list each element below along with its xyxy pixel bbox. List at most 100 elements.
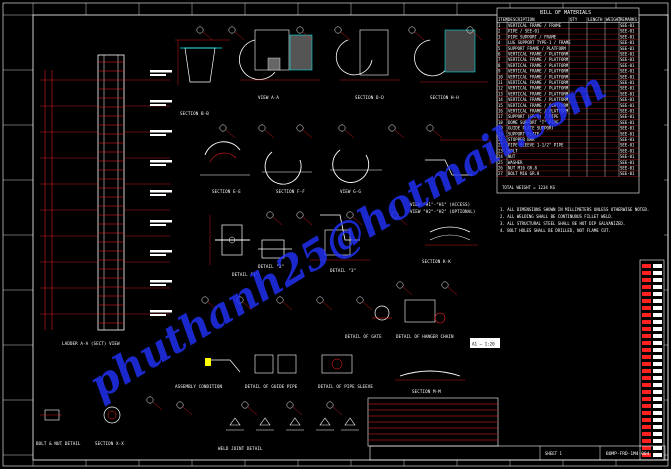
bom-cell: 27 bbox=[498, 171, 503, 176]
bom-cell: VERTICAL FRAME / PLATFORM bbox=[508, 86, 569, 91]
bom-cell: 18 bbox=[498, 120, 503, 125]
ladder-caption: LADDER A-A (SECT) VIEW bbox=[62, 341, 120, 346]
general-notes: 1. ALL DIMENSIONS SHOWN IN MILLIMETERS U… bbox=[500, 207, 649, 233]
bom-cell: 14 bbox=[498, 97, 503, 102]
bom-cell: 2 bbox=[498, 29, 501, 34]
watermark-text: phuthanh25@hotmail.com bbox=[81, 63, 614, 409]
bolt-nut-detail: BOLT & NUT DETAIL bbox=[36, 409, 81, 446]
bom-cell: STOPPER BAR bbox=[508, 137, 535, 142]
detail-1-caption: DETAIL "1" bbox=[232, 272, 258, 277]
bom-header-cell: LENGTH bbox=[588, 17, 603, 22]
bom-header-cell: QTY bbox=[570, 17, 578, 22]
detail-guide-pipe: DETAIL OF GUIDE PIPE bbox=[245, 354, 298, 389]
section-xx: SECTION X-X bbox=[95, 406, 124, 446]
detail-3: DETAIL "3" bbox=[310, 214, 370, 273]
section-mm-caption: SECTION M-M bbox=[412, 389, 441, 394]
bom-cell: SEE-01 bbox=[620, 34, 635, 39]
bom-cell: 9 bbox=[498, 69, 501, 74]
bom-cell: 5 bbox=[498, 46, 501, 51]
bom-cell: VERTICAL FRAME / PLATFORM bbox=[508, 91, 569, 96]
bom-cell: SEE-01 bbox=[620, 143, 635, 148]
bom-header-cell: REMARKS bbox=[620, 17, 637, 22]
bom-cell: 21 bbox=[498, 137, 503, 142]
scale-strip: A1 — 1:20 bbox=[470, 338, 500, 348]
detail-1: DETAIL "1" bbox=[209, 215, 258, 277]
section-bb-caption: SECTION B-B bbox=[180, 111, 209, 116]
detail-2-caption: DETAIL "2" bbox=[258, 264, 284, 269]
bom-cell: SEE-01 bbox=[620, 120, 635, 125]
bom-cell: 13 bbox=[498, 91, 503, 96]
bom-cell: 15 bbox=[498, 103, 503, 108]
detail-gate: DETAIL OF GATE bbox=[345, 305, 392, 339]
bom-cell: SEE-01 bbox=[620, 52, 635, 57]
section-dd: SECTION D-D bbox=[335, 29, 400, 100]
bom-cell: 22 bbox=[498, 143, 503, 148]
bom-cell: 20 bbox=[498, 131, 503, 136]
bom-header-cell: WEIGHT bbox=[606, 17, 621, 22]
bom-cell: 4 bbox=[498, 40, 501, 45]
bom-cell: 26 bbox=[498, 166, 503, 171]
section-xx-caption: SECTION X-X bbox=[95, 441, 124, 446]
bom-cell: SEE-01 bbox=[620, 109, 635, 114]
view-h1-h2: VIEW "H1"-"H1" (ACCESS) VIEW "H2"-"H2" (… bbox=[410, 139, 491, 214]
bom-cell: SEE-01 bbox=[620, 80, 635, 85]
weld-joint-caption: WELD JOINT DETAIL bbox=[218, 446, 263, 451]
section-ee-caption: SECTION E-E bbox=[212, 189, 241, 194]
bom-cell: VERTICAL FRAME / PLATFORM bbox=[508, 63, 569, 68]
bom-cell: SEE-01 bbox=[620, 23, 635, 28]
bom-cell: VERTICAL FRAME / PLATFORM bbox=[508, 97, 569, 102]
detail-pipe-sleeve: DETAIL OF PIPE SLEEVE bbox=[318, 354, 373, 389]
note-4: 4. BOLT HOLES SHALL BE DRILLED, NOT FLAM… bbox=[500, 228, 611, 233]
bom-cell: 16 bbox=[498, 109, 503, 114]
bom-cell: SEE-01 bbox=[620, 166, 635, 171]
bom-cell: WASHER bbox=[508, 160, 523, 165]
bom-cell: SEE-01 bbox=[620, 126, 635, 131]
section-ff: SECTION F-F bbox=[262, 151, 312, 194]
bom-cell: SEE-01 bbox=[620, 69, 635, 74]
section-bb: SECTION B-B bbox=[175, 39, 230, 116]
bom-cell: NUT M16 GR.8 bbox=[508, 166, 537, 171]
title-bar: BOMP-FRD-1M4-004 SHEET 1 bbox=[369, 445, 666, 461]
bom-cell: SEE-01 bbox=[620, 46, 635, 51]
bom-cell: 12 bbox=[498, 86, 503, 91]
bom-header-cell: ITEM bbox=[498, 17, 508, 22]
bom-cell: 10 bbox=[498, 74, 503, 79]
section-mm: SECTION M-M bbox=[395, 370, 465, 394]
ladder-elevation: LADDER A-A (SECT) VIEW bbox=[40, 54, 172, 346]
note-3: 3. ALL STRUCTURAL STEEL SHALL BE HOT DIP… bbox=[500, 221, 625, 226]
bom-cell: SUPPORT PLATE bbox=[508, 131, 540, 136]
bom-cell: SEE-01 bbox=[620, 57, 635, 62]
note-1: 1. ALL DIMENSIONS SHOWN IN MILLIMETERS U… bbox=[500, 207, 649, 212]
sheet-number: SHEET 1 bbox=[545, 451, 562, 456]
bom-cell: 7 bbox=[498, 57, 501, 62]
bom-cell: GUIDE PLATE SUPPORT bbox=[508, 126, 554, 131]
bolt-nut-caption: BOLT & NUT DETAIL bbox=[36, 441, 81, 446]
bom-cell: 3 bbox=[498, 34, 501, 39]
bom-cell: SEE-01 bbox=[620, 160, 635, 165]
bom-cell: SEE-01 bbox=[620, 29, 635, 34]
bom-cell: SEE-01 bbox=[620, 131, 635, 136]
bom-cell: SEE-01 bbox=[620, 40, 635, 45]
bom-cell: DOME SUPPORT "T" PIPE bbox=[508, 120, 559, 125]
bom-cell: SUPPORT (GR.B) / PIPE bbox=[508, 114, 559, 119]
bom-cell: 6 bbox=[498, 52, 501, 57]
view-h2-caption: VIEW "H2"-"H2" (OPTIONAL) bbox=[410, 209, 476, 214]
bom-cell: LUG SUPPORT TYPE-1 / FRAME bbox=[508, 40, 571, 45]
bom-cell: SEE-01 bbox=[620, 86, 635, 91]
bom-cell: SEE-01 bbox=[620, 97, 635, 102]
section-ee: SECTION E-E bbox=[200, 141, 250, 194]
bom-cell: VERTICAL FRAME / PLATFORM bbox=[508, 69, 569, 74]
zone-markers bbox=[3, 3, 668, 466]
bom-cell: BOLT M16 GR.8 bbox=[508, 171, 540, 176]
section-dd-caption: SECTION D-D bbox=[355, 95, 384, 100]
bom-cell: SEE-01 bbox=[620, 74, 635, 79]
bom-cell: NUT bbox=[508, 154, 516, 159]
bom-cell: 23 bbox=[498, 148, 503, 153]
bom-cell: 8 bbox=[498, 63, 501, 68]
bom-cell: 17 bbox=[498, 114, 503, 119]
view-aa-caption: VIEW A-A bbox=[258, 95, 279, 100]
drawing-number: BOMP-FRD-1M4-004 bbox=[606, 451, 650, 457]
title-column bbox=[639, 259, 665, 461]
